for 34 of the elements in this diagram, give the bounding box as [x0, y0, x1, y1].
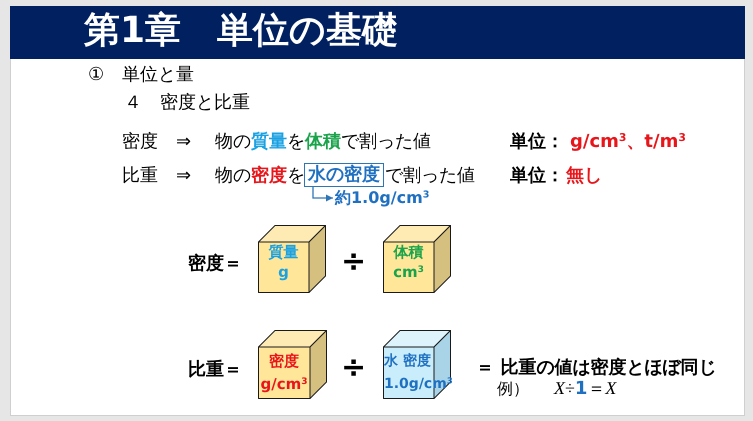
quantity-label: 質量: [268, 243, 300, 261]
slide-title: 第1章 単位の基礎: [84, 9, 398, 53]
unit-label: g/cm$^{3}$: [259, 375, 308, 393]
quantity-label: 体積: [392, 243, 424, 261]
term: 比重: [122, 165, 158, 187]
division-sign: ÷: [341, 244, 366, 280]
note-text: 約1.0g/cm$^{3}$: [335, 188, 430, 208]
unit-label: g: [277, 263, 290, 281]
equation-label: 比重＝: [188, 359, 242, 381]
unit-value: 無し: [566, 165, 602, 187]
implies-symbol: ⇒: [176, 131, 192, 153]
unit-label: cm$^{3}$: [392, 263, 425, 281]
example-equation: X÷1＝X: [554, 378, 616, 400]
quantity-label: 密度: [268, 352, 300, 370]
unit-heading: 単位：: [510, 165, 564, 187]
cube: [383, 225, 451, 293]
definition-text: 物の密度を: [215, 165, 305, 187]
equation-label: 密度＝: [188, 253, 242, 275]
implies-symbol: ⇒: [176, 165, 192, 187]
elbow-arrow: [312, 187, 333, 202]
cube: [258, 330, 327, 399]
unit-heading: 単位：: [510, 131, 564, 153]
example-label: 例）: [497, 379, 529, 399]
unit-value: g/cm$^{3}$、t/m$^{3}$: [570, 131, 686, 153]
quantity-label: 水 密度: [384, 352, 431, 370]
division-sign: ÷: [341, 350, 366, 386]
definition-text: 物の質量を体積で割った値: [215, 131, 431, 153]
conclusion-text: ＝ 比重の値は密度とほぼ同じ: [476, 357, 716, 379]
section-heading: ① 単位と量: [88, 64, 194, 86]
definition-text: で割った値: [385, 165, 475, 187]
subsection-heading: ４ 密度と比重: [124, 92, 250, 114]
boxed-term: 水の密度: [304, 163, 384, 187]
cube: [258, 225, 326, 293]
term: 密度: [122, 131, 158, 153]
